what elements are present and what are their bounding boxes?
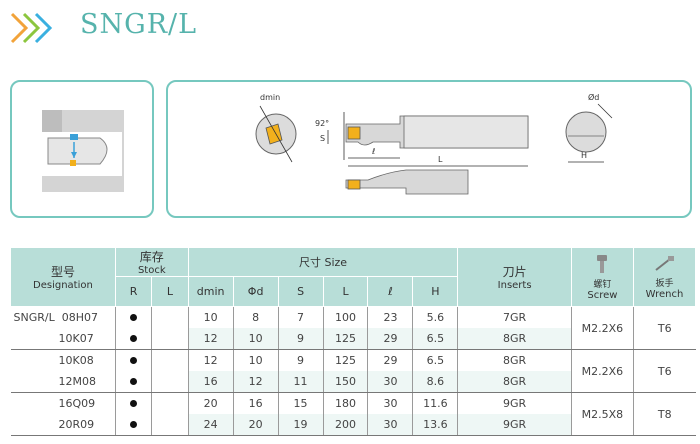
table-row: 16Q09 20 16 15 180 30 11.6 9GR M2.5X8 T8 bbox=[10, 392, 696, 436]
boring-application-diagram bbox=[42, 110, 124, 192]
L-label: L bbox=[438, 155, 443, 164]
angle-label: 92° bbox=[315, 119, 329, 128]
stock-dot-icon bbox=[130, 314, 138, 321]
h-label: H bbox=[581, 151, 587, 160]
stock-dot-icon bbox=[130, 378, 138, 385]
l-label: ℓ bbox=[371, 147, 375, 156]
stock-dot-icon bbox=[130, 357, 138, 364]
stock-dot-icon bbox=[130, 400, 138, 407]
application-diagram-panel bbox=[10, 80, 154, 218]
stock-r-header: R bbox=[114, 276, 153, 307]
chevron-logo-icon bbox=[10, 12, 53, 44]
screw-icon bbox=[597, 254, 608, 273]
table-row: 20R09 24 20 19 200 30 13.6 9GR bbox=[10, 414, 696, 436]
l-header: ℓ bbox=[367, 276, 414, 307]
wrench-icon bbox=[655, 255, 675, 271]
table-row: 10K08 12 10 9 125 29 6.5 8GR M2.2X6 T6 bbox=[10, 349, 696, 393]
page-title: SNGR/L bbox=[80, 9, 198, 40]
dmin-label: dmin bbox=[260, 93, 280, 102]
h-header: H bbox=[412, 276, 459, 307]
stock-dot-icon bbox=[130, 335, 138, 342]
table-row: 10K07 12 10 9 125 29 6.5 8GR bbox=[10, 328, 696, 350]
table-row: 12M08 16 12 11 150 30 8.6 8GR bbox=[10, 371, 696, 393]
designation-code: 08H07 bbox=[61, 311, 98, 324]
s-label: S bbox=[320, 134, 325, 143]
stock-dot-icon bbox=[130, 421, 138, 428]
dmin-header: dmin bbox=[187, 276, 234, 307]
stock-l-header: L bbox=[151, 276, 189, 307]
designation-prefix: SNGR/L bbox=[13, 311, 55, 324]
size-header: 尺寸 Size bbox=[187, 247, 459, 277]
table-row: SNGR/L 08H07 10 8 7 100 23 5.6 7GR M2.2X… bbox=[10, 306, 696, 350]
tool-dimension-diagram-panel: dmin 92° S ℓ L Ød H bbox=[166, 80, 692, 218]
od-header: Φd bbox=[232, 276, 279, 307]
L-header: L bbox=[322, 276, 369, 307]
s-header: S bbox=[277, 276, 324, 307]
od-label: Ød bbox=[588, 92, 599, 102]
tool-dimension-drawing: dmin 92° S ℓ L Ød H bbox=[255, 92, 613, 195]
header-row-sub: R L dmin Φd S L ℓ H bbox=[11, 276, 696, 307]
